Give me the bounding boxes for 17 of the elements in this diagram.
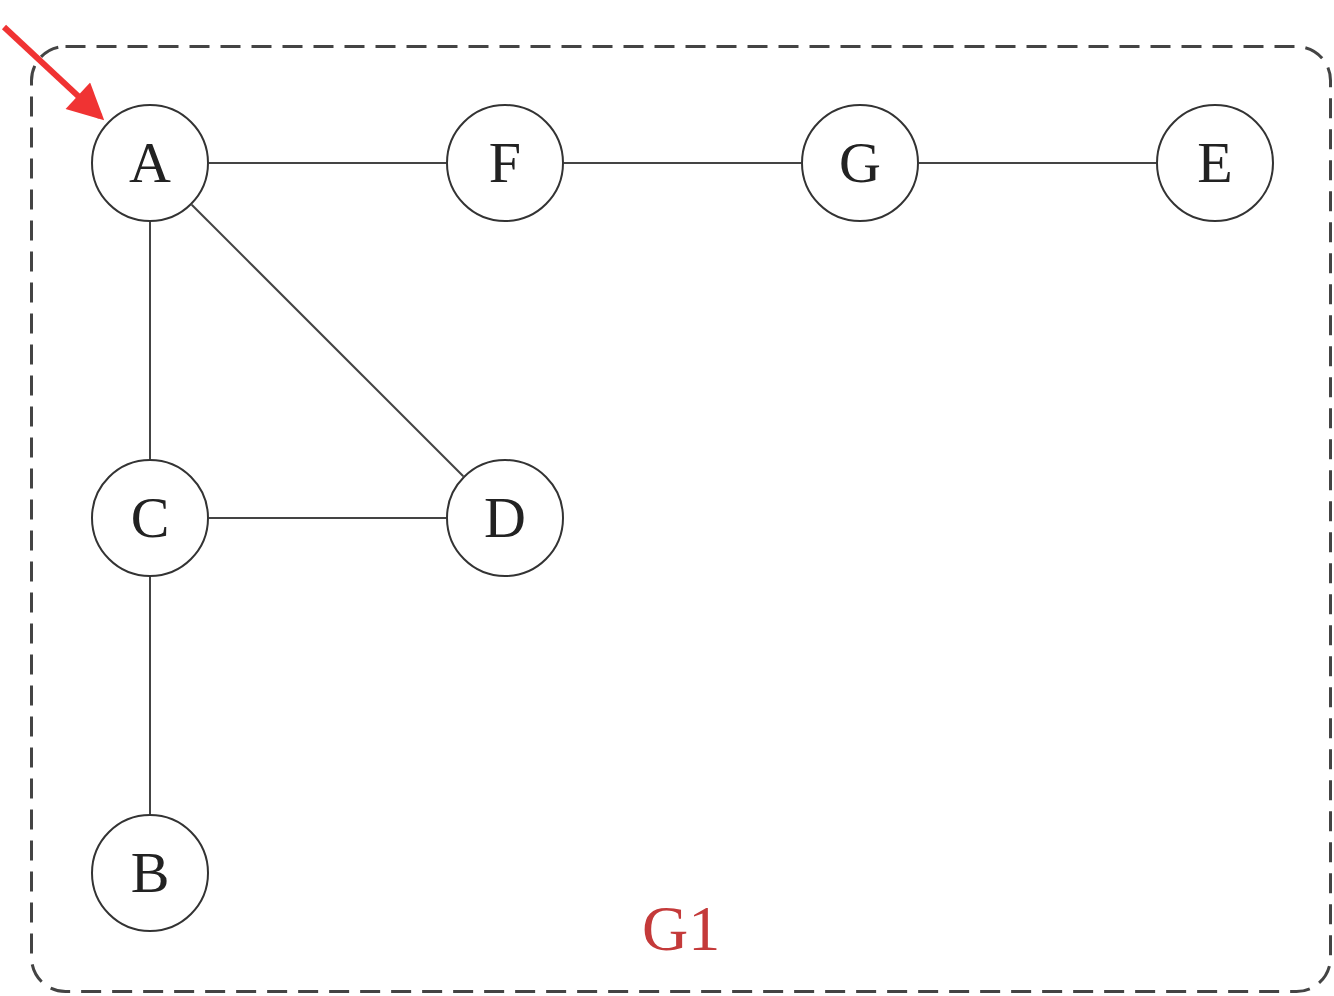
connector-line xyxy=(918,162,1157,164)
dashed-group-frame xyxy=(30,45,1332,993)
connector-line xyxy=(563,162,802,164)
vertex-label: F xyxy=(488,134,522,192)
vertex-label: D xyxy=(484,489,526,547)
connector-line xyxy=(190,203,465,478)
connector-line xyxy=(149,221,151,460)
vertex-label: A xyxy=(129,134,171,192)
arrow xyxy=(1,24,105,121)
group-label: G1 xyxy=(642,897,721,961)
connector-line xyxy=(208,517,447,519)
vertex-label: E xyxy=(1197,134,1233,192)
connector-line xyxy=(149,576,151,815)
vertex-label: G xyxy=(839,134,881,192)
connector-line xyxy=(208,162,447,164)
vertex-label: B xyxy=(130,844,170,902)
vertex-label: C xyxy=(130,489,170,547)
